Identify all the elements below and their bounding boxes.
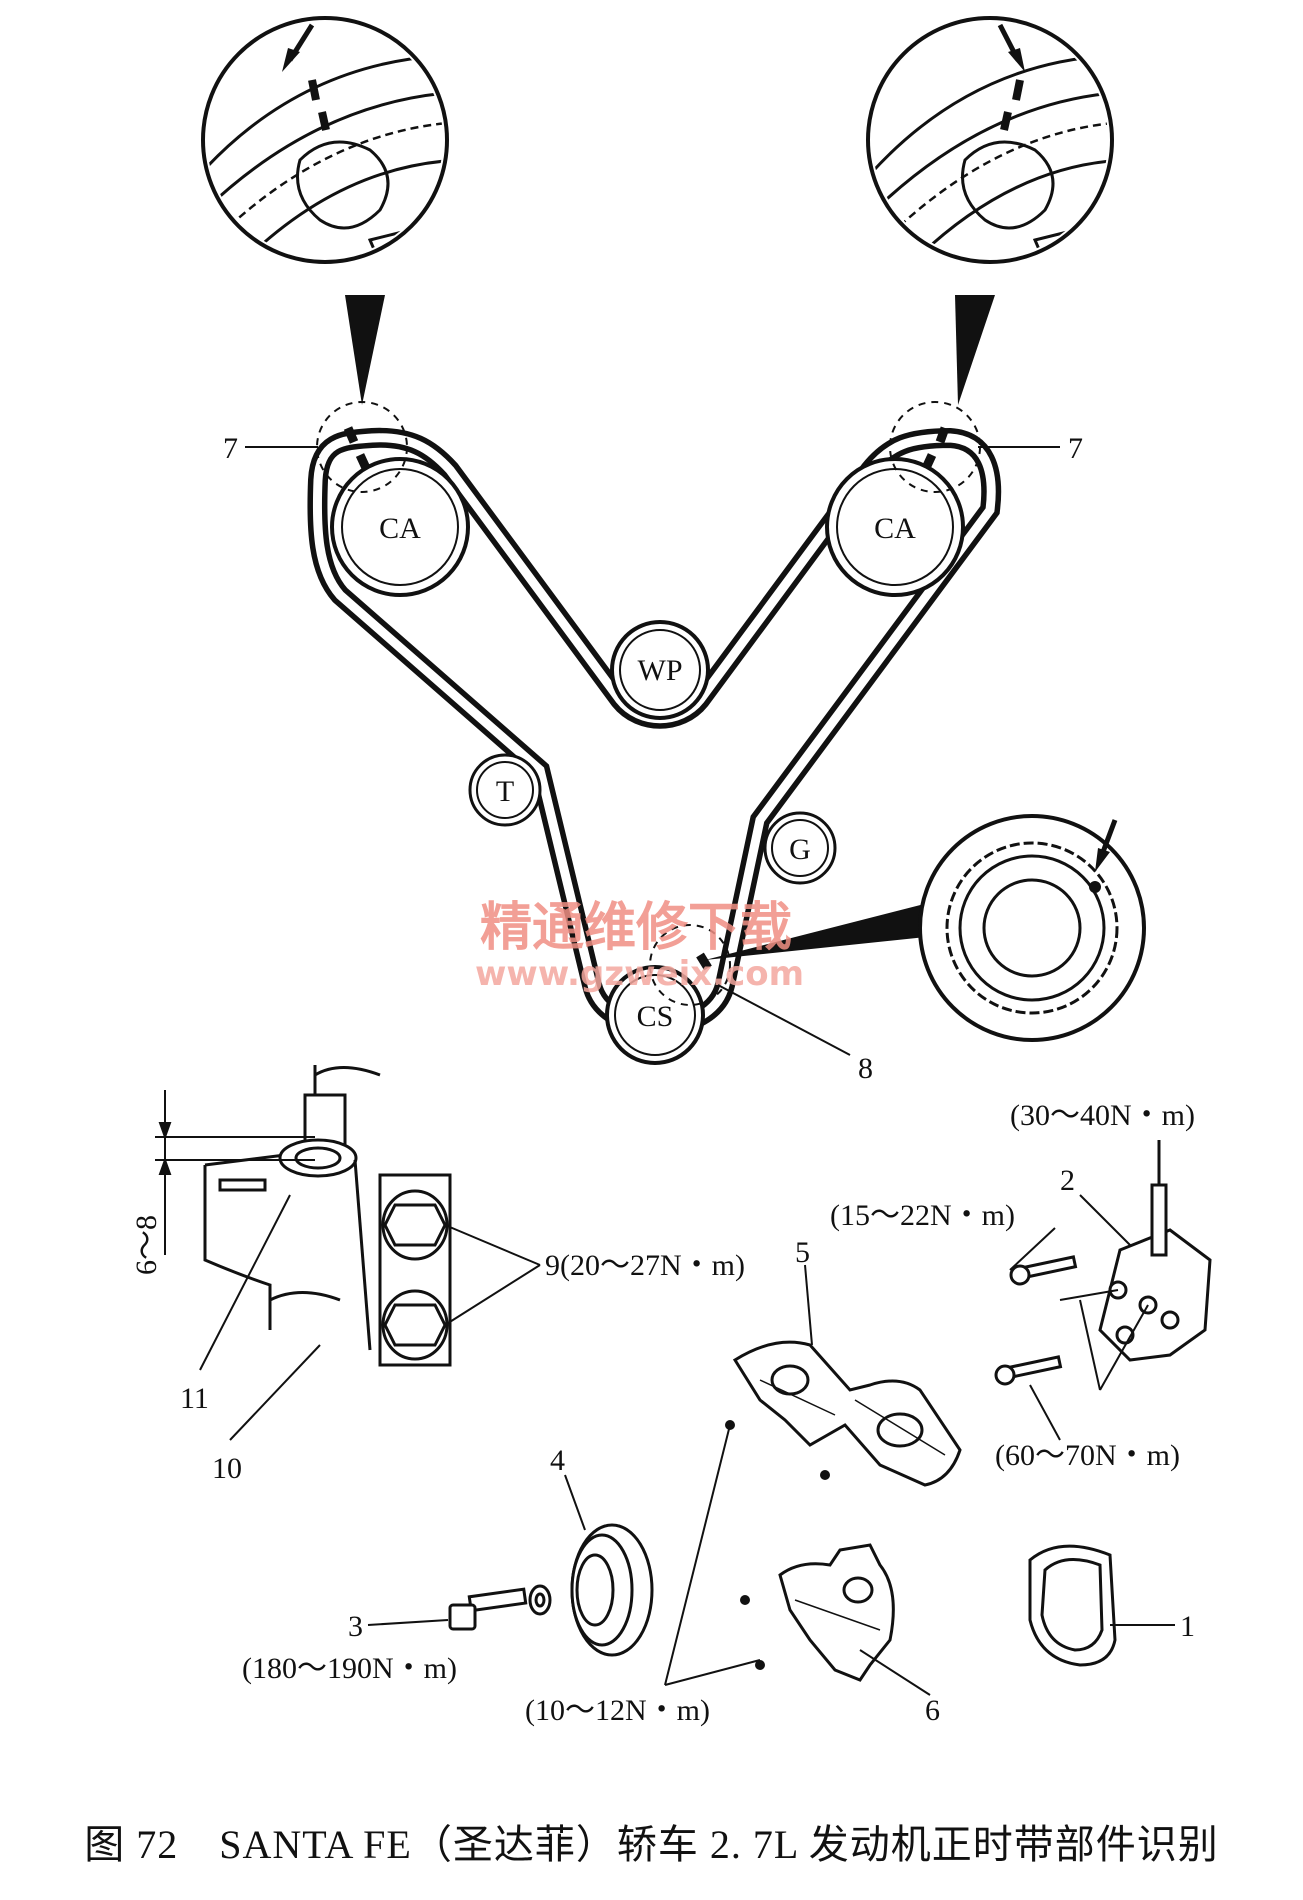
callout-11: 11 [180,1382,209,1415]
tensioner-bolt-top [381,1189,449,1261]
pulley-label-t: T [496,775,514,808]
callout-7-left: 7 [223,432,238,465]
watermark-url: www.gzweix.com [475,954,804,994]
part-2-tensioner-bracket [1098,1140,1212,1362]
pulley-label-ca-right: CA [874,512,916,545]
bracket-bolts [994,1255,1078,1386]
camshaft-pulley-right: CA [825,457,965,597]
callout-5: 5 [795,1236,810,1269]
detail-magnifier-crank [705,814,1146,1042]
callout-8: 8 [858,1052,873,1085]
callout-lines-bracket [1009,1194,1149,1441]
callout-lines-covers [664,1424,931,1696]
torque-180-190: (180～190N・m) [242,1652,457,1685]
pulley-label-g: G [789,833,811,866]
gap-dimension-label: 6～8 [130,1215,163,1275]
callout-6: 6 [925,1694,940,1727]
torque-15-22: (15～22N・m) [830,1199,1015,1232]
pulley-label-cs: CS [637,1000,674,1033]
callout-line-3 [367,1619,449,1626]
callout-1: 1 [1180,1610,1195,1643]
callout-lines-tensioner [199,1194,541,1441]
torque-10-12: (10～12N・m) [525,1694,710,1727]
callout-line-5 [804,1264,813,1346]
part-6-lower-cover [778,1543,895,1682]
pulley-label-ca-left: CA [379,512,421,545]
tensioner-assembly-detail [203,1065,452,1367]
crankshaft-pulley: CS [605,965,705,1065]
torque-60-70: (60～70N・m) [995,1439,1180,1472]
water-pump-pulley: WP [610,620,710,720]
callout-10: 10 [212,1452,242,1485]
figure-caption: 图 72 SANTA FE（圣达菲）轿车 2. 7L 发动机正时带部件识别 [84,1822,1219,1867]
part-5-upper-cover [732,1340,962,1487]
watermark-title: 精通维修下载 [480,898,792,958]
callout-2: 2 [1060,1164,1075,1197]
detail-magnifier-right [866,16,1114,405]
part-1-seal [1028,1544,1117,1667]
callout-3: 3 [348,1610,363,1643]
tensioner-bolt-bottom [381,1289,449,1361]
callout-9: 9(20～27N・m) [545,1249,745,1282]
callout-4: 4 [550,1444,565,1477]
callout-lines-upper [245,446,1060,1056]
part-4-crank-sprocket [570,1523,654,1657]
gap-dimension [155,1090,315,1255]
callout-line-4 [564,1474,586,1531]
detail-magnifier-left [201,16,449,405]
callout-7-right: 7 [1068,432,1083,465]
tensioner-pulley: T [468,753,542,827]
cover-bolts [725,1420,830,1670]
idler-pulley: G [763,811,837,885]
part-3-crank-bolt [448,1584,552,1631]
camshaft-pulley-left: CA [330,457,470,597]
torque-30-40: (30～40N・m) [1010,1099,1195,1132]
timing-mark-ticks [343,426,950,971]
pulley-label-wp: WP [638,654,683,687]
